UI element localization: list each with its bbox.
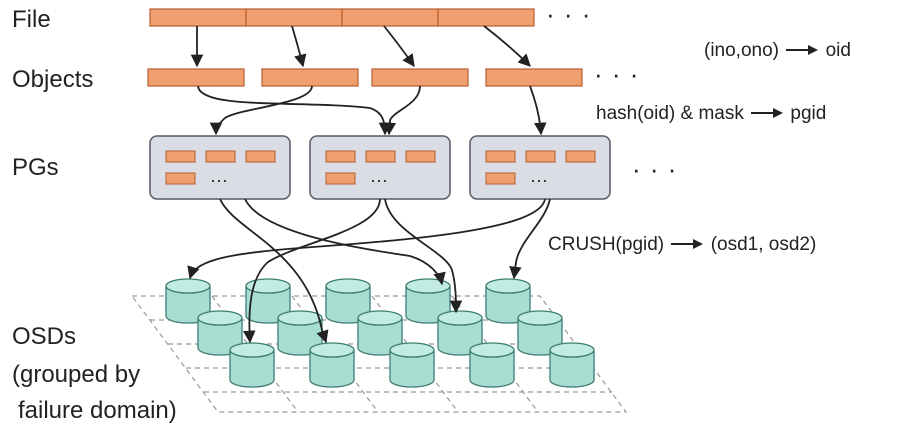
object-segment [485, 68, 583, 87]
objects-label: Objects [12, 66, 94, 93]
file-ellipsis: · · · [546, 0, 592, 29]
object-segment [261, 68, 359, 87]
osd-cylinder [325, 278, 371, 324]
oid-formula-output: oid [825, 40, 851, 61]
crush-formula-output: (osd1, osd2) [710, 234, 817, 255]
objects-ellipsis: · · · [594, 59, 640, 89]
crush-formula: CRUSH(pgid) (osd1, osd2) [548, 234, 816, 256]
file-segment [149, 8, 247, 27]
object-segment [147, 68, 245, 87]
osd-cylinder [165, 278, 211, 324]
osd-cylinder [517, 310, 563, 356]
object-segment [371, 68, 469, 87]
object-segments [147, 68, 583, 87]
file-segment [437, 8, 535, 27]
pg-box [469, 135, 611, 200]
oid-formula-input: (ino,ono) [704, 40, 779, 61]
pgs-ellipsis: · · · [632, 154, 678, 184]
pg-more-indicator: ··· [530, 170, 548, 190]
osd-cylinder [389, 342, 435, 388]
pg-more-indicator: ··· [370, 170, 388, 190]
osd-cylinders [165, 278, 595, 388]
osd-cylinder [229, 342, 275, 388]
osd-cylinder [245, 278, 291, 324]
crush-formula-input: CRUSH(pgid) [548, 234, 665, 255]
pgid-formula-input: hash(oid) & mask [596, 103, 744, 124]
right-arrow-icon [751, 108, 784, 118]
right-arrow-icon [671, 239, 704, 249]
file-segment [245, 8, 343, 27]
pgid-formula-output: pgid [790, 103, 827, 124]
pg-boxes [149, 135, 611, 200]
pgs-label: PGs [12, 154, 59, 181]
file-label: File [12, 6, 51, 33]
file-segments [149, 8, 535, 27]
osd-cylinder [309, 342, 355, 388]
pg-box [309, 135, 451, 200]
osds-failure-domain-label: failure domain) [18, 397, 177, 424]
osds-grouped-label: (grouped by [12, 361, 141, 388]
pg-more-indicator: ··· [210, 170, 228, 190]
file-segment [341, 8, 439, 27]
pgid-formula: hash(oid) & mask pgid [596, 103, 826, 125]
osd-cylinder [549, 342, 595, 388]
osd-cylinder [197, 310, 243, 356]
oid-formula: (ino,ono) oid [704, 40, 851, 62]
object-to-pg-arrows [197, 85, 547, 136]
pg-to-osd-arrows [187, 198, 551, 344]
pg-box [149, 135, 291, 200]
osds-label: OSDs [12, 323, 77, 350]
right-arrow-icon [786, 45, 819, 55]
osd-cylinder [437, 310, 483, 356]
osd-cylinder [357, 310, 403, 356]
file-to-object-arrows [190, 25, 531, 68]
osd-cylinder [469, 342, 515, 388]
